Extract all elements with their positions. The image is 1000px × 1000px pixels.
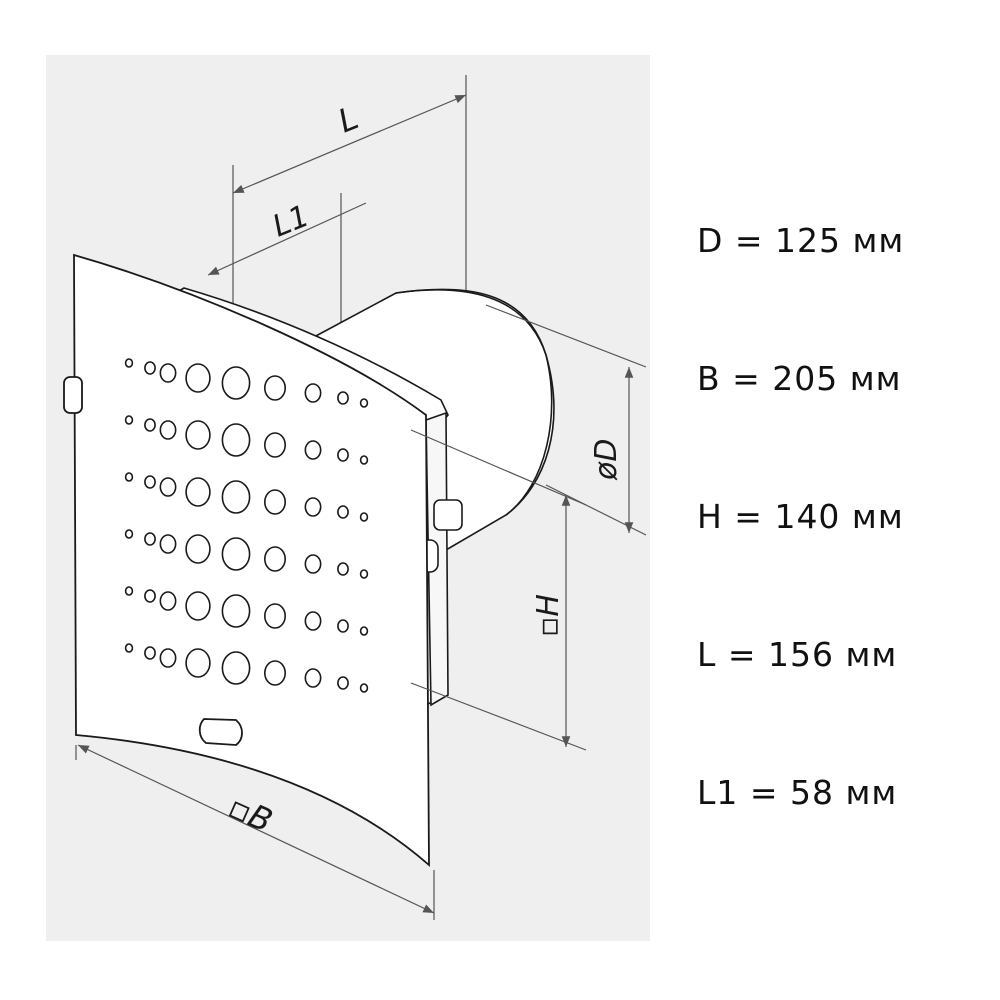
perforation-hole bbox=[144, 532, 156, 546]
perforation-hole bbox=[221, 594, 251, 628]
perforation-hole bbox=[124, 472, 134, 482]
dimension-diameter bbox=[485, 304, 647, 536]
perforation-hole bbox=[221, 651, 251, 685]
perforation-hole bbox=[185, 534, 211, 564]
perforation-hole bbox=[264, 660, 287, 686]
perforation-hole bbox=[159, 534, 177, 554]
label-l1: L1 bbox=[268, 199, 314, 245]
perforation-hole bbox=[185, 363, 211, 393]
dimension-height bbox=[410, 429, 587, 751]
perforation-hole bbox=[124, 415, 134, 425]
perforation-hole bbox=[144, 361, 156, 375]
perforation-hole bbox=[359, 683, 369, 693]
perforation-hole bbox=[337, 505, 349, 519]
perforation-hole bbox=[221, 537, 251, 571]
perforation-hole bbox=[264, 375, 287, 401]
perforation-hole bbox=[359, 398, 369, 408]
perforation-hole bbox=[337, 391, 349, 405]
perforation-hole bbox=[359, 569, 369, 579]
perforation-hole bbox=[337, 619, 349, 633]
perforation-hole bbox=[185, 591, 211, 621]
perforation-hole bbox=[221, 423, 251, 457]
spec-length: L = 156 мм bbox=[697, 635, 898, 674]
perforation-hole bbox=[159, 648, 177, 668]
drawing-panel: L L1 øD ▫H ▫B bbox=[46, 55, 650, 941]
spec-width: B = 205 мм bbox=[697, 359, 902, 398]
perforation-hole bbox=[304, 554, 322, 574]
perforation-hole bbox=[124, 358, 134, 368]
perforation-hole bbox=[185, 477, 211, 507]
perforation-hole bbox=[304, 383, 322, 403]
duct-cylinder bbox=[312, 288, 555, 552]
perforation-hole bbox=[159, 420, 177, 440]
perforation-hole bbox=[221, 366, 251, 400]
perforation-hole bbox=[159, 363, 177, 383]
perforation-hole bbox=[124, 586, 134, 596]
perforation-hole bbox=[264, 546, 287, 572]
perforation-hole bbox=[304, 668, 322, 688]
perforation-hole bbox=[144, 475, 156, 489]
label-height: ▫H bbox=[531, 594, 566, 637]
perforation-hole bbox=[185, 420, 211, 450]
perforation-hole bbox=[124, 643, 134, 653]
label-diameter: øD bbox=[589, 439, 624, 481]
perforation-hole bbox=[304, 611, 322, 631]
perforation-hole bbox=[124, 529, 134, 539]
perforation-hole bbox=[159, 591, 177, 611]
perforation-hole bbox=[264, 489, 287, 515]
dimension-width bbox=[75, 744, 435, 920]
spec-height: H = 140 мм bbox=[697, 497, 904, 536]
spec-diameter: D = 125 мм bbox=[697, 221, 905, 260]
perforation-holes bbox=[124, 358, 369, 693]
perforation-hole bbox=[359, 626, 369, 636]
perforation-hole bbox=[221, 480, 251, 514]
perforation-hole bbox=[264, 603, 287, 629]
perforation-hole bbox=[185, 648, 211, 678]
perforation-hole bbox=[304, 497, 322, 517]
fan-dimension-drawing: L L1 øD ▫H ▫B bbox=[63, 75, 647, 920]
perforation-hole bbox=[337, 676, 349, 690]
perforation-hole bbox=[337, 448, 349, 462]
perforation-hole bbox=[144, 589, 156, 603]
perforation-hole bbox=[359, 455, 369, 465]
perforation-hole bbox=[304, 440, 322, 460]
perforation-hole bbox=[159, 477, 177, 497]
perforation-hole bbox=[359, 512, 369, 522]
label-width: ▫B bbox=[223, 788, 278, 840]
perforation-hole bbox=[144, 646, 156, 660]
perforation-hole bbox=[144, 418, 156, 432]
perforation-hole bbox=[264, 432, 287, 458]
perforation-hole bbox=[337, 562, 349, 576]
label-l: L bbox=[333, 99, 364, 141]
spec-length-short: L1 = 58 мм bbox=[697, 773, 898, 812]
